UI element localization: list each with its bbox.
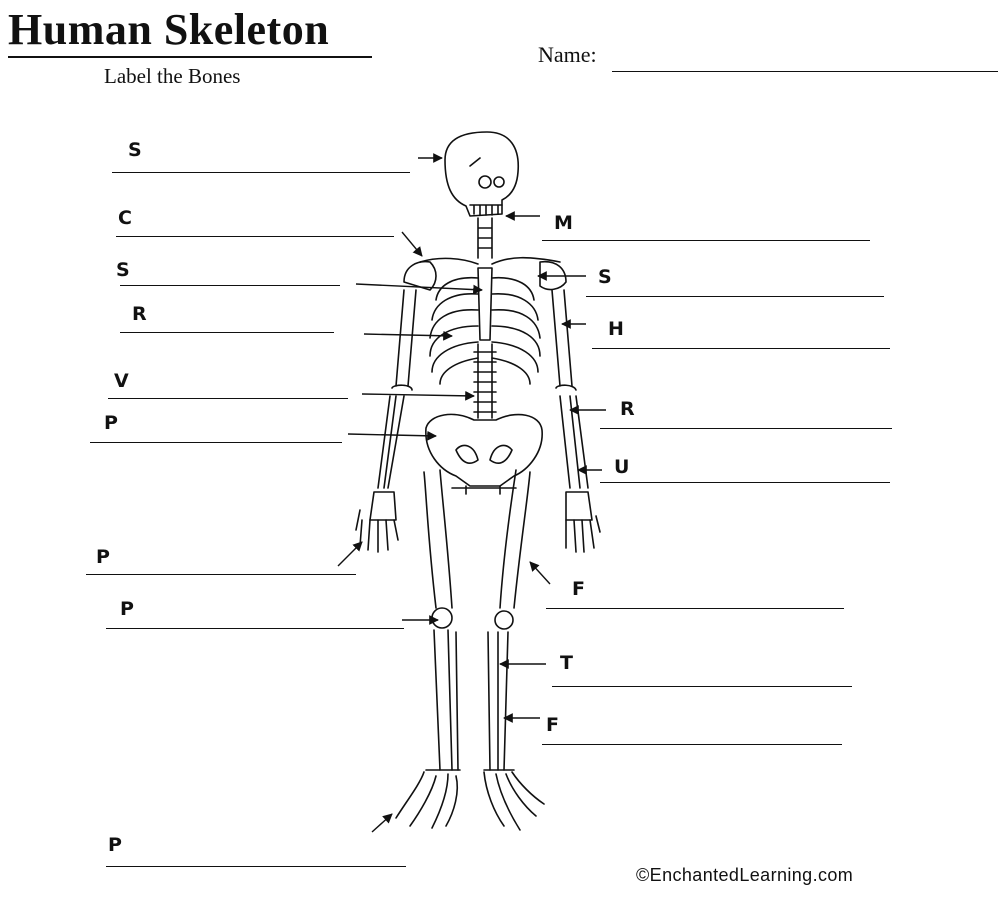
label-hint-femur: F — [572, 578, 585, 600]
label-hint-ulna: U — [614, 456, 630, 478]
answer-line-mandible[interactable] — [542, 240, 870, 241]
answer-line-vertebrae[interactable] — [108, 398, 348, 399]
answer-line-humerus[interactable] — [592, 348, 890, 349]
name-label: Name: — [538, 42, 597, 67]
label-hint-scapula: S — [598, 266, 612, 288]
answer-line-tibia[interactable] — [552, 686, 852, 687]
label-hint-fibula: F — [546, 714, 559, 736]
answer-line-phalanges-foot[interactable] — [106, 866, 406, 867]
title-underline — [8, 56, 372, 58]
label-hint-skull: S — [128, 139, 142, 161]
label-hint-radius: R — [620, 398, 635, 420]
label-hint-patella: P — [120, 598, 134, 620]
answer-line-fibula[interactable] — [542, 744, 842, 745]
name-field-line[interactable] — [612, 71, 998, 72]
label-hint-phalanges-foot: P — [108, 834, 122, 856]
answer-line-femur[interactable] — [546, 608, 844, 609]
page-title: Human Skeleton — [8, 5, 330, 54]
answer-line-sternum[interactable] — [120, 285, 340, 286]
label-hint-clavicle: C — [118, 207, 132, 229]
answer-line-ribs[interactable] — [120, 332, 334, 333]
answer-line-phalanges-hand[interactable] — [86, 574, 356, 575]
label-hint-vertebrae: V — [114, 370, 129, 392]
label-hint-humerus: H — [608, 318, 624, 340]
label-hint-phalanges-hand: P — [96, 546, 110, 568]
label-hint-ribs: R — [132, 303, 147, 325]
answer-line-clavicle[interactable] — [116, 236, 394, 237]
answer-line-scapula[interactable] — [586, 296, 884, 297]
answer-line-patella[interactable] — [106, 628, 404, 629]
answer-line-ulna[interactable] — [600, 482, 890, 483]
label-hint-mandible: M — [554, 212, 573, 234]
copyright-text: ©EnchantedLearning.com — [636, 865, 854, 885]
answer-line-skull[interactable] — [112, 172, 410, 173]
page-subtitle: Label the Bones — [104, 64, 241, 88]
label-hint-pelvis: P — [104, 412, 118, 434]
answer-line-pelvis[interactable] — [90, 442, 342, 443]
label-hint-tibia: T — [560, 652, 573, 674]
label-hint-sternum: S — [116, 259, 130, 281]
answer-line-radius[interactable] — [600, 428, 892, 429]
